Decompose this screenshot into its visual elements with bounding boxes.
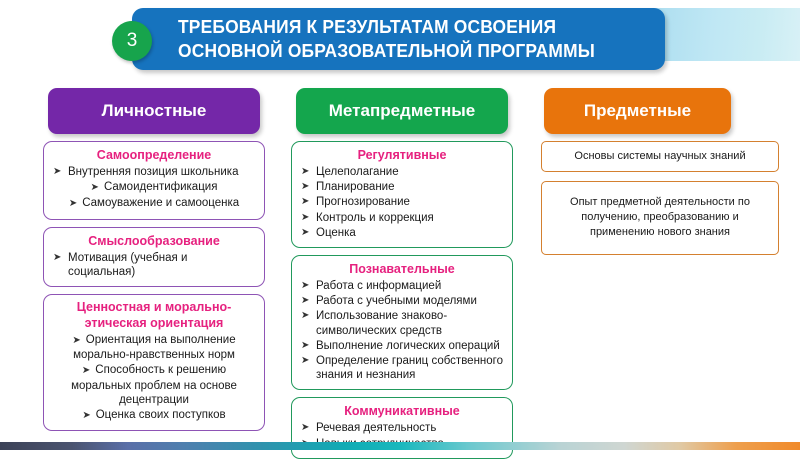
card-cognitive: Познавательные ➤ Работа с информацией ➤ Ра… <box>291 255 513 391</box>
bullet-arrow-icon: ➤ <box>301 295 310 307</box>
bullet-arrow-icon: ➤ <box>301 196 310 208</box>
list-item: ➤ Мотивация (учебная и социальная) <box>51 251 257 279</box>
card-meaning-formation: Смыслообразование ➤ Мотивация (учебная и … <box>43 226 265 288</box>
list-item-label: Способность к решению моральных проблем … <box>71 364 237 406</box>
list-item-label: Самоуважение и самооценка <box>82 197 240 210</box>
list-item-label: Планирование <box>316 181 395 194</box>
column-header-personal: Личностные <box>48 88 260 134</box>
column-personal: Личностные Самоопределение ➤ Внутренняя п… <box>43 88 265 432</box>
list-item: ➤ Целеполагание <box>299 165 505 179</box>
list-value-moral-orientation: ➤Ориентация на выполнение морально-нравс… <box>51 333 257 423</box>
list-item: ➤ Оценка <box>299 226 505 240</box>
card-title-line-2: этическая ориентация <box>84 315 224 330</box>
page-title-line-1: ТРЕБОВАНИЯ К РЕЗУЛЬТАТАМ ОСВОЕНИЯ <box>178 16 557 37</box>
list-item-label: Работа с учебными моделями <box>316 295 477 308</box>
card-title-communicative: Коммуникативные <box>344 404 460 419</box>
list-item: ➤ Планирование <box>299 180 505 194</box>
list-item-label: Работа с информацией <box>316 280 442 293</box>
decorative-band-bottom <box>0 442 800 450</box>
list-item-label: Целеполагание <box>316 166 399 178</box>
card-title-meaning-formation: Смыслообразование <box>88 233 220 248</box>
list-meaning-formation: ➤ Мотивация (учебная и социальная) <box>51 251 257 279</box>
column-header-subject: Предметные <box>544 88 731 134</box>
bullet-arrow-icon: ➤ <box>90 182 99 194</box>
list-item: ➤ Работа с информацией <box>299 279 505 293</box>
list-item: ➤ Внутренняя позиция школьника <box>51 165 257 179</box>
list-item: ➤ Контроль и коррекция <box>299 211 505 225</box>
card-scientific-knowledge-basics: Основы системы научных знаний <box>541 141 779 172</box>
list-item-label: Внутренняя позиция школьника <box>68 166 239 178</box>
list-cognitive: ➤ Работа с информацией ➤ Работа с учебными… <box>299 279 505 382</box>
bullet-arrow-icon: ➤ <box>301 339 310 351</box>
list-item: ➤ Использование знаково-символических сре… <box>299 309 505 337</box>
card-title-self-determination: Самоопределение <box>96 148 212 162</box>
column-subject: Предметные Основы системы научных знаний… <box>541 88 779 255</box>
list-item-label: Контроль и коррекция <box>316 211 434 224</box>
list-item: ➤ Речевая деятельность <box>299 421 505 435</box>
bullet-arrow-icon: ➤ <box>81 365 91 377</box>
list-self-determination: ➤ Внутренняя позиция школьника ➤ Самоидент… <box>51 165 257 212</box>
bullet-arrow-icon: ➤ <box>301 181 310 193</box>
decorative-band-top-right <box>640 8 800 61</box>
list-item: ➤ Самоуважение и самооценка <box>51 196 257 211</box>
list-item-label: Оценка своих поступков <box>95 409 226 422</box>
bullet-arrow-icon: ➤ <box>53 166 62 177</box>
bullet-arrow-icon: ➤ <box>301 310 310 322</box>
columns-container: Личностные Самоопределение ➤ Внутренняя п… <box>0 88 800 459</box>
list-item-label: Ориентация на выполнение морально-нравст… <box>73 334 236 362</box>
bullet-arrow-icon: ➤ <box>301 355 310 367</box>
list-item: ➤ Выполнение логических операций <box>299 339 505 353</box>
list-item-label: Оценка <box>316 226 356 239</box>
card-title-line-1: Ценностная и морально- <box>76 300 232 315</box>
list-item-label: Мотивация (учебная и социальная) <box>68 251 188 278</box>
list-item: ➤Способность к решению моральных проблем… <box>51 363 257 407</box>
column-header-meta: Метапредметные <box>296 88 508 134</box>
bullet-arrow-icon: ➤ <box>301 211 310 223</box>
list-item: ➤ Оценка своих поступков <box>51 408 257 423</box>
card-value-moral-orientation: Ценностная и морально- этическая ориента… <box>43 294 265 432</box>
card-title-value-moral-orientation: Ценностная и морально- этическая ориента… <box>51 300 257 331</box>
section-number-badge: 3 <box>112 21 152 61</box>
bullet-arrow-icon: ➤ <box>301 422 310 434</box>
list-item-label: Самоидентификация <box>103 181 218 194</box>
bullet-arrow-icon: ➤ <box>68 198 78 210</box>
list-item-label: Использование знаково-символических сред… <box>316 310 448 337</box>
card-title-cognitive: Познавательные <box>349 262 455 277</box>
page-title-line-2: ОСНОВНОЙ ОБРАЗОВАТЕЛЬНОЙ ПРОГРАММЫ <box>178 40 595 61</box>
bullet-arrow-icon: ➤ <box>82 410 91 422</box>
list-item: ➤Ориентация на выполнение морально-нравс… <box>51 333 257 362</box>
list-item-label: Прогнозирование <box>316 196 410 209</box>
bullet-arrow-icon: ➤ <box>72 335 81 347</box>
bullet-arrow-icon: ➤ <box>301 166 310 177</box>
bullet-arrow-icon: ➤ <box>53 251 62 263</box>
card-self-determination: Самоопределение ➤ Внутренняя позиция школ… <box>43 141 265 220</box>
card-regulative: Регулятивные ➤ Целеполагание ➤ Планировани… <box>291 141 513 249</box>
slide-title-group: ТРЕБОВАНИЯ К РЕЗУЛЬТАТАМ ОСВОЕНИЯ ОСНОВН… <box>112 8 665 70</box>
list-item-label: Определение границ собственного знания и… <box>316 355 504 382</box>
card-subject-activity-experience: Опыт предметной деятельности по получени… <box>541 181 779 255</box>
card-title-regulative: Регулятивные <box>357 148 447 162</box>
bullet-arrow-icon: ➤ <box>301 280 310 292</box>
list-item-label: Выполнение логических операций <box>316 339 500 352</box>
list-item: ➤ Самоидентификация <box>51 180 257 195</box>
list-item: ➤ Прогнозирование <box>299 195 505 209</box>
list-regulative: ➤ Целеполагание ➤ Планирование ➤ Прогнозиро… <box>299 165 505 240</box>
column-meta: Метапредметные Регулятивные ➤ Целеполаган… <box>291 88 513 459</box>
list-item-label: Речевая деятельность <box>316 422 437 435</box>
list-item: ➤ Работа с учебными моделями <box>299 294 505 308</box>
bullet-arrow-icon: ➤ <box>301 226 310 238</box>
slide-title-bar: ТРЕБОВАНИЯ К РЕЗУЛЬТАТАМ ОСВОЕНИЯ ОСНОВН… <box>132 8 665 70</box>
list-item: ➤ Определение границ собственного знания … <box>299 354 505 382</box>
